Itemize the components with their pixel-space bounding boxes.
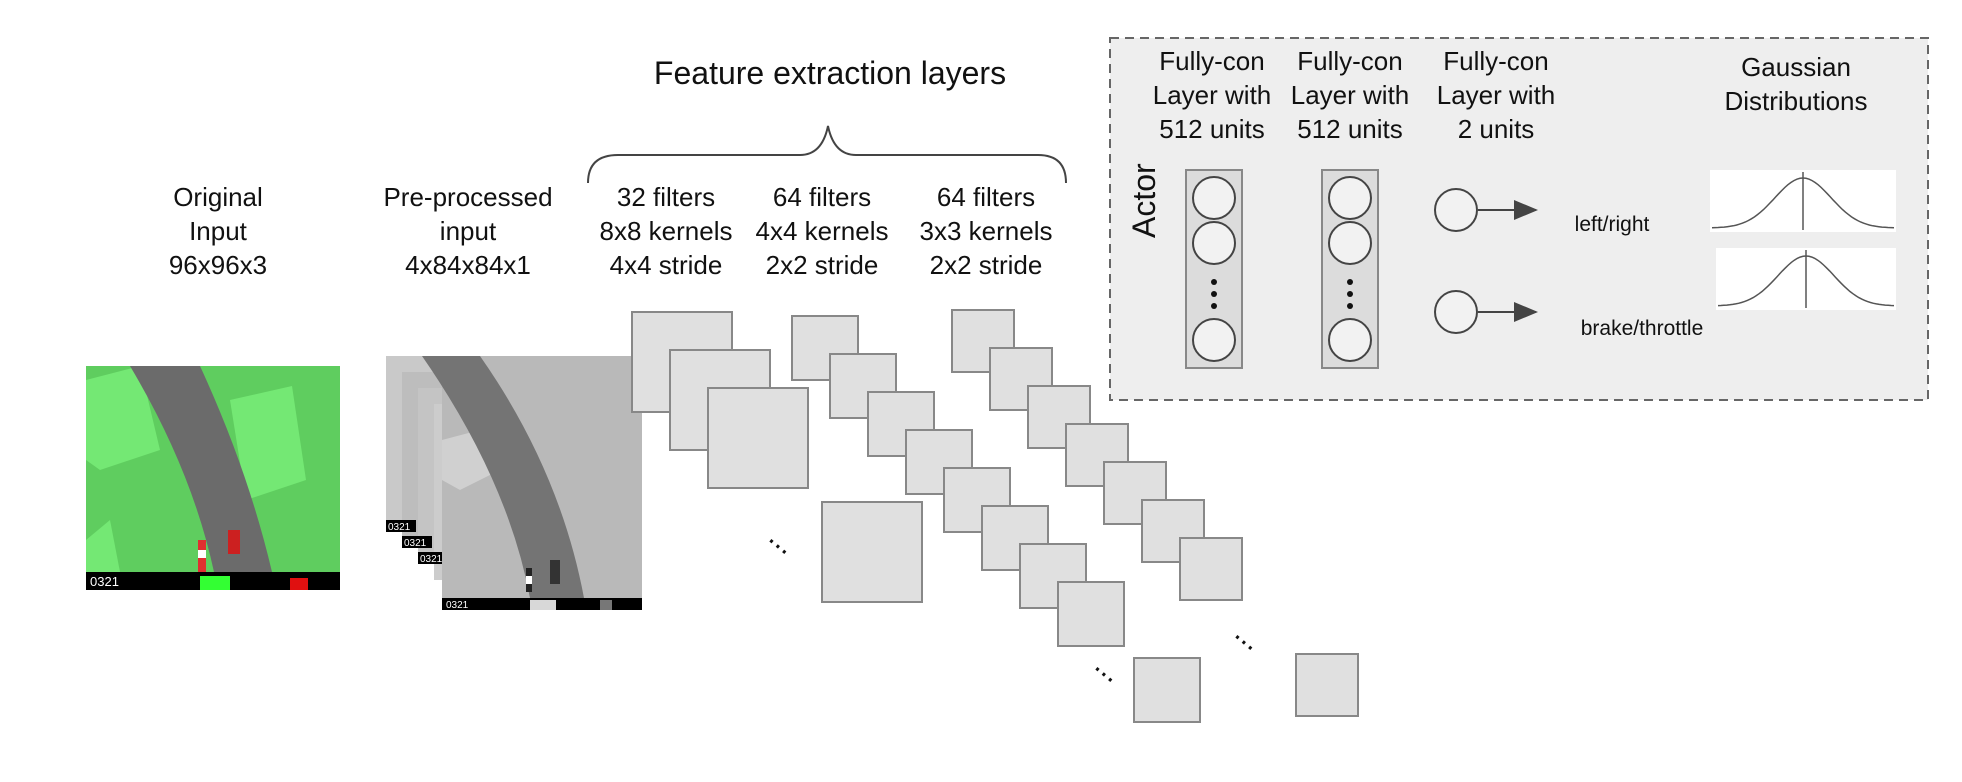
conv-layer-3-ellipsis: ... bbox=[1229, 616, 1269, 657]
gaussian-plot-left-right bbox=[1710, 170, 1896, 232]
gaussian-title-line-1: Gaussian bbox=[1741, 52, 1851, 82]
fc-layer-3-line-3: 2 units bbox=[1457, 114, 1535, 144]
fc-layer-2-label: Fully-con Layer with 512 units bbox=[1291, 44, 1410, 146]
preprocessed-line-3: 4x84x84x1 bbox=[405, 250, 531, 280]
original-input-image: 0321 bbox=[86, 366, 340, 590]
conv-layer-1-line-3: 4x4 stride bbox=[609, 250, 723, 280]
output-label-brake-throttle: brake/throttle bbox=[1580, 317, 1704, 340]
fc-layer-2-line-2: Layer with bbox=[1290, 80, 1410, 110]
gaussian-title: Gaussian Distributions bbox=[1724, 50, 1867, 118]
original-input-line-1: Original bbox=[173, 182, 263, 212]
fc-layer-2 bbox=[1321, 169, 1379, 369]
fc-layer-1-line-1: Fully-con bbox=[1159, 46, 1265, 76]
fc-layer-2-line-1: Fully-con bbox=[1297, 46, 1403, 76]
conv-layer-1-ellipsis: ... bbox=[763, 520, 803, 561]
conv-layer-2-line-2: 4x4 kernels bbox=[755, 216, 889, 246]
conv-layer-1-filters bbox=[631, 311, 923, 603]
conv-layer-1-line-1: 32 filters bbox=[616, 182, 716, 212]
conv-layer-2-line-1: 64 filters bbox=[772, 182, 872, 212]
conv-layer-2-filters bbox=[791, 315, 1201, 723]
actor-label: Actor bbox=[1126, 163, 1162, 238]
preprocessed-line-2: input bbox=[439, 216, 497, 246]
conv-layer-1-line-2: 8x8 kernels bbox=[599, 216, 733, 246]
stack-counter-1: 0321 bbox=[388, 522, 411, 533]
original-input-line-3: 96x96x3 bbox=[168, 250, 268, 280]
original-input-line-2: Input bbox=[189, 216, 247, 246]
fc-layer-3-line-2: Layer with bbox=[1436, 80, 1556, 110]
conv-layer-3-filters bbox=[951, 309, 1359, 717]
preprocessed-hud-counter: 0321 bbox=[446, 600, 469, 611]
conv-layer-3-line-3: 2x2 stride bbox=[929, 250, 1043, 280]
gaussian-plot-brake-throttle bbox=[1716, 248, 1896, 310]
preprocessed-line-1: Pre-processed bbox=[383, 182, 553, 212]
conv-layer-1-label: 32 filters 8x8 kernels 4x4 stride bbox=[600, 180, 733, 282]
original-input-label: Original Input 96x96x3 bbox=[169, 180, 267, 282]
fc-layer-1-line-3: 512 units bbox=[1159, 114, 1265, 144]
conv-layer-3-line-2: 3x3 kernels bbox=[919, 216, 1053, 246]
fc-layer-3-line-1: Fully-con bbox=[1443, 46, 1549, 76]
feature-brace bbox=[587, 125, 1067, 184]
conv-layer-3-label: 64 filters 3x3 kernels 2x2 stride bbox=[920, 180, 1053, 282]
input-hud-counter: 0321 bbox=[90, 574, 119, 589]
fc-layer-1-label: Fully-con Layer with 512 units bbox=[1153, 44, 1272, 146]
conv-layer-3-line-1: 64 filters bbox=[936, 182, 1036, 212]
fc-layer-1-line-2: Layer with bbox=[1152, 80, 1272, 110]
gaussian-title-line-2: Distributions bbox=[1724, 86, 1868, 116]
preprocessed-label: Pre-processed input 4x84x84x1 bbox=[383, 180, 552, 282]
feature-extraction-title: Feature extraction layers bbox=[653, 55, 1007, 91]
fc-layer-3-label: Fully-con Layer with 2 units bbox=[1437, 44, 1556, 146]
fc-layer-3 bbox=[1434, 188, 1538, 334]
stack-counter-3: 0321 bbox=[420, 554, 443, 565]
stack-counter-2: 0321 bbox=[404, 538, 427, 549]
conv-layer-2-label: 64 filters 4x4 kernels 2x2 stride bbox=[756, 180, 889, 282]
output-label-left-right: left/right bbox=[1574, 213, 1650, 236]
preprocessed-stack: 0321 0321 0321 0321 bbox=[386, 356, 642, 611]
conv-layer-2-ellipsis: ... bbox=[1089, 648, 1129, 689]
conv-layer-2-line-3: 2x2 stride bbox=[765, 250, 879, 280]
fc-layer-1 bbox=[1185, 169, 1243, 369]
fc-layer-2-line-3: 512 units bbox=[1297, 114, 1403, 144]
